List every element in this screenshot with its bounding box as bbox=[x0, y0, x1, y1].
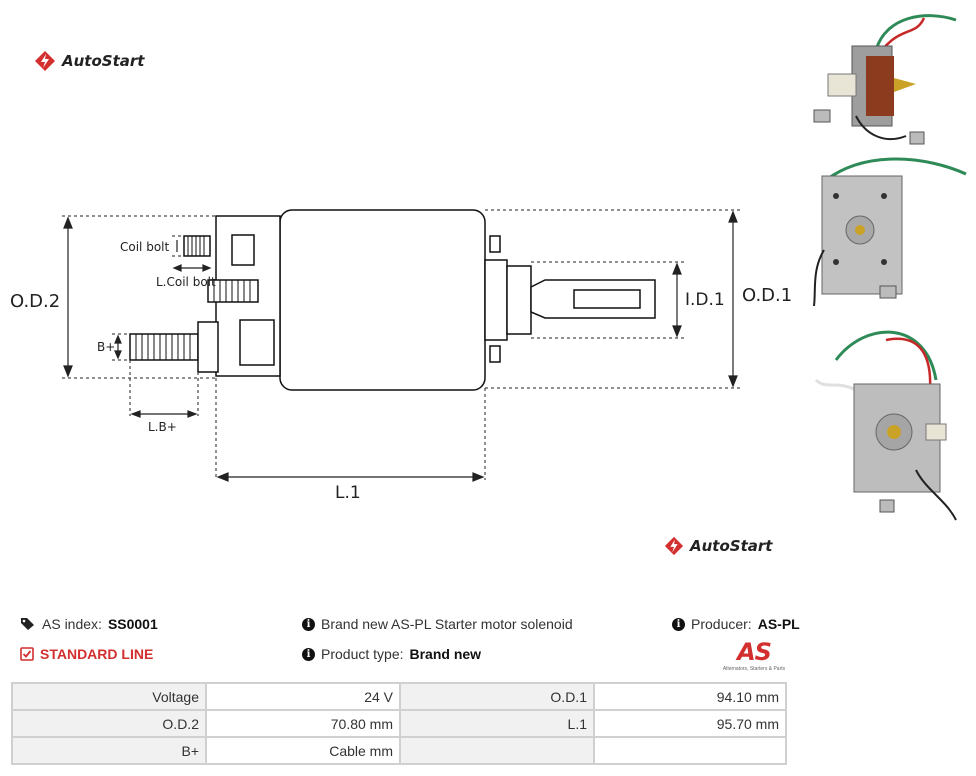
check-square-icon bbox=[20, 647, 34, 661]
table-row: B+ Cable mm bbox=[11, 736, 787, 765]
product-type-value: Brand new bbox=[409, 646, 482, 662]
od2-label: O.D.2 bbox=[10, 291, 60, 312]
producer-label: Producer: bbox=[691, 616, 752, 632]
producer: i Producer: AS-PL bbox=[672, 616, 800, 632]
spec-label: O.D.1 bbox=[399, 682, 595, 711]
product-type: i Product type: Brand new bbox=[302, 646, 481, 662]
spec-value: 94.10 mm bbox=[593, 682, 787, 711]
product-photo-angle bbox=[814, 330, 957, 521]
b-plus-label: B+ bbox=[97, 340, 115, 354]
od1-label: O.D.1 bbox=[742, 285, 792, 306]
spec-value: 70.80 mm bbox=[205, 709, 401, 738]
product-photo-side bbox=[813, 14, 957, 145]
spec-label: L.1 bbox=[399, 709, 595, 738]
standard-line-badge: STANDARD LINE bbox=[20, 646, 153, 662]
description-text: Brand new AS-PL Starter motor solenoid bbox=[321, 616, 573, 632]
producer-value: AS-PL bbox=[757, 616, 800, 632]
autostart-logo: AutoStart bbox=[34, 50, 144, 72]
standard-line-text: STANDARD LINE bbox=[40, 646, 154, 662]
as-index: AS index: SS0001 bbox=[20, 616, 158, 632]
product-photo-front bbox=[813, 157, 967, 307]
autostart-logo-bottom: AutoStart bbox=[664, 536, 772, 556]
spec-label bbox=[399, 736, 595, 765]
as-index-value: SS0001 bbox=[107, 616, 158, 632]
as-index-label: AS index: bbox=[42, 616, 102, 632]
l-coil-bolt-label: L.Coil bolt bbox=[156, 275, 216, 289]
technical-drawing: Coil bolt L.Coil bolt B+ L.B+ O.D.2 O.D.… bbox=[10, 209, 792, 503]
spec-label: B+ bbox=[11, 736, 207, 765]
autostart-logo-text: AutoStart bbox=[62, 52, 145, 70]
product-type-label: Product type: bbox=[321, 646, 404, 662]
spec-label: Voltage bbox=[11, 682, 207, 711]
l-b-plus-label: L.B+ bbox=[148, 420, 177, 434]
info-icon: i bbox=[672, 617, 685, 631]
spec-value: 24 V bbox=[205, 682, 401, 711]
as-pl-logo: AS Alternators, Starters & Parts bbox=[714, 638, 794, 672]
spec-label: O.D.2 bbox=[11, 709, 207, 738]
info-icon: i bbox=[302, 647, 315, 661]
l1-label: L.1 bbox=[335, 483, 361, 503]
product-description: i Brand new AS-PL Starter motor solenoid bbox=[302, 616, 573, 632]
spec-value: Cable mm bbox=[205, 736, 401, 765]
spec-value: 95.70 mm bbox=[593, 709, 787, 738]
autostart-logo-icon bbox=[35, 51, 55, 71]
table-row: O.D.2 70.80 mm L.1 95.70 mm bbox=[11, 709, 787, 738]
coil-bolt-label: Coil bolt bbox=[120, 240, 169, 254]
info-icon: i bbox=[302, 617, 315, 631]
autostart-logo-bottom-text: AutoStart bbox=[690, 537, 773, 555]
autostart-logo-bottom-icon bbox=[664, 536, 684, 556]
as-pl-logo-sub: Alternators, Starters & Parts bbox=[722, 666, 786, 672]
id1-label: I.D.1 bbox=[685, 290, 725, 310]
as-pl-logo-mark: AS bbox=[737, 638, 772, 666]
spec-table: Voltage 24 V O.D.1 94.10 mm O.D.2 70.80 … bbox=[11, 682, 787, 765]
tags-icon bbox=[21, 618, 34, 630]
spec-value bbox=[593, 736, 787, 765]
table-row: Voltage 24 V O.D.1 94.10 mm bbox=[11, 682, 787, 711]
